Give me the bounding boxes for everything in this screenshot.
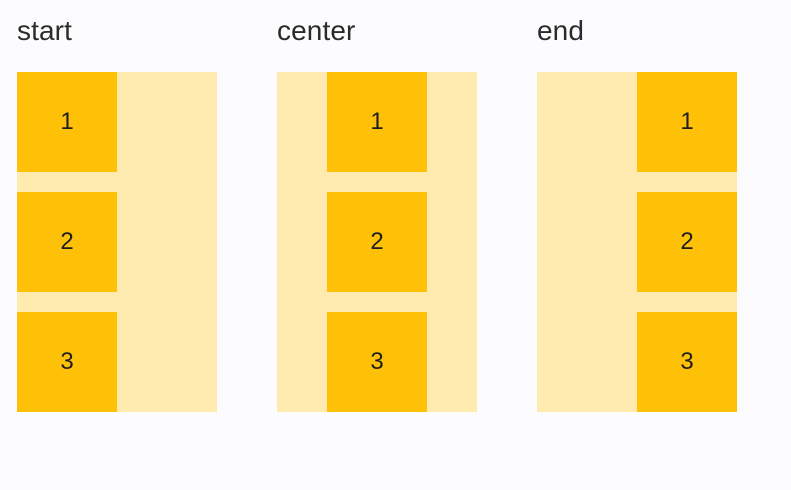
flex-item: 2 xyxy=(327,192,427,292)
align-container-center: 1 2 3 xyxy=(277,72,477,412)
flex-item: 2 xyxy=(637,192,737,292)
flex-item: 1 xyxy=(327,72,427,172)
flex-item: 1 xyxy=(17,72,117,172)
column-label-end: end xyxy=(537,15,585,46)
align-container-start: 1 2 3 xyxy=(17,72,217,412)
flex-item: 2 xyxy=(17,192,117,292)
flex-item: 3 xyxy=(327,312,427,412)
column-label-center: center xyxy=(277,15,356,46)
flex-item: 3 xyxy=(17,312,117,412)
column-label-start: start xyxy=(17,15,72,46)
align-container-end: 1 2 3 xyxy=(537,72,737,412)
flex-item: 3 xyxy=(637,312,737,412)
flex-item: 1 xyxy=(637,72,737,172)
